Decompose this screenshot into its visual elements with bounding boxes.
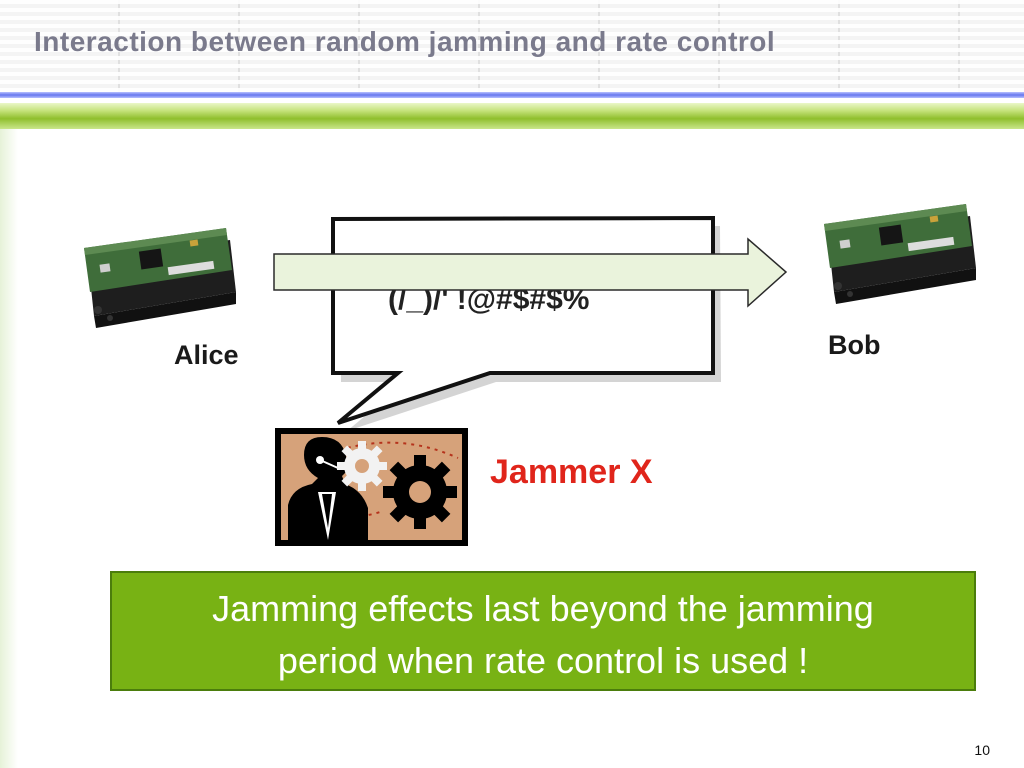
bob-device-image bbox=[824, 204, 976, 304]
bob-label: Bob bbox=[828, 330, 881, 360]
speech-bubble bbox=[331, 215, 721, 431]
page-number: 10 bbox=[974, 742, 990, 758]
jammer-label: Jammer X bbox=[490, 453, 653, 491]
transmission-arrow bbox=[273, 237, 788, 308]
alice-label: Alice bbox=[174, 340, 239, 370]
callout-line-1: Jamming effects last beyond the jamming bbox=[212, 588, 874, 629]
jammer-image bbox=[275, 428, 468, 546]
slide-header bbox=[0, 0, 1024, 92]
header-rule-green bbox=[0, 103, 1024, 129]
slide-title: Interaction between random jamming and r… bbox=[34, 26, 776, 57]
header-rule-blue bbox=[0, 92, 1024, 98]
left-decor-strip bbox=[0, 129, 18, 768]
conclusion-callout: Jamming effects last beyond the jamming … bbox=[110, 571, 976, 691]
callout-line-2: period when rate control is used ! bbox=[277, 640, 809, 681]
alice-device-image bbox=[84, 228, 236, 328]
